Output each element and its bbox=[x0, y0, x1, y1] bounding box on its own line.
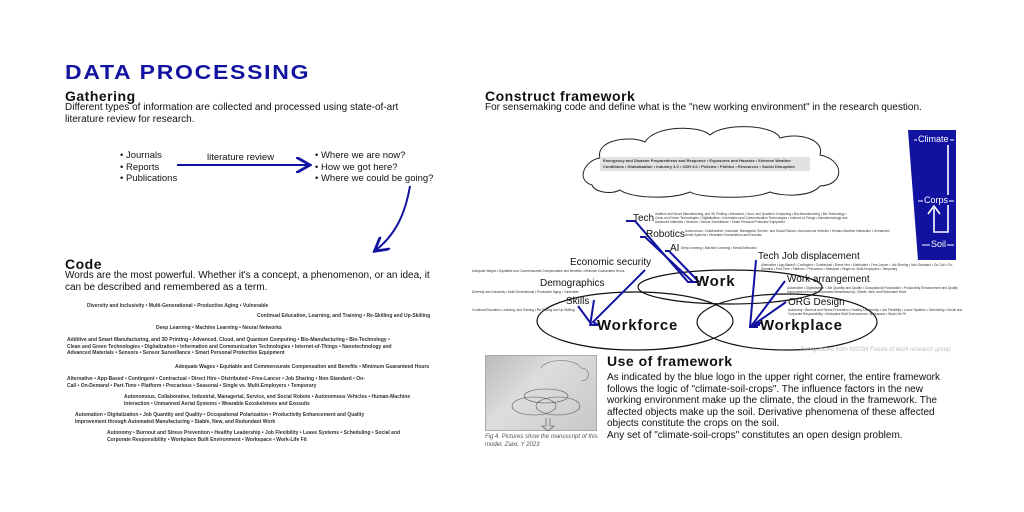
org-tags: Autonomy • Burnout and Stress Prevention… bbox=[788, 308, 963, 316]
cloud-text: Emergency and Disaster Preparedness and … bbox=[600, 157, 810, 171]
use-text: As indicated by the blue logo in the upp… bbox=[607, 372, 940, 429]
code-text: Words are the most powerful. Whether it'… bbox=[65, 270, 430, 293]
curved-arrow bbox=[376, 185, 411, 250]
use-heading: Use of framework bbox=[607, 353, 733, 369]
label-org-design: ORG Design bbox=[788, 297, 845, 308]
core-workplace: Workplace bbox=[760, 317, 843, 334]
page-title: DATA PROCESSING bbox=[65, 62, 311, 84]
construct-text: For sensemaking code and define what is … bbox=[485, 102, 922, 113]
code-tag: Adequate Wages • Equitable and Commensur… bbox=[175, 364, 430, 370]
label-work-arrangement: Work arrangement bbox=[787, 274, 870, 285]
label-economic-security: Economic security bbox=[570, 257, 652, 268]
climate-soil-crops-logo: Climate Corps Soil bbox=[908, 130, 956, 260]
code-tag: Diversity and Inclusivity • Multi-Genera… bbox=[87, 303, 269, 309]
use-text-block: As indicated by the blue logo in the upp… bbox=[607, 372, 959, 441]
core-workforce: Workforce bbox=[597, 317, 679, 334]
source-item: Publications bbox=[120, 173, 177, 185]
workforce-ellipse bbox=[536, 291, 734, 351]
gathering-text: Different types of information are colle… bbox=[65, 102, 399, 125]
label-demographics: Demographics bbox=[540, 278, 605, 289]
code-tag: Automation • Digitalization • Job Quanti… bbox=[75, 412, 365, 425]
label-robotics: Robotics bbox=[646, 229, 685, 240]
credit-text: Reorganized from NIOSH Future of work re… bbox=[800, 347, 951, 353]
construct-heading: Construct framework bbox=[485, 88, 636, 104]
label-tech-job-displacement: Tech Job displacement bbox=[758, 251, 860, 262]
code-tag: Continual Education, Learning, and Train… bbox=[257, 313, 431, 319]
code-heading: Code bbox=[65, 256, 102, 272]
robotics-tags: Autonomous, Collaborative, Industrial, M… bbox=[685, 229, 890, 237]
question-item: Where we could be going? bbox=[315, 173, 434, 185]
question-item: How we got here? bbox=[315, 162, 433, 174]
label-tech: Tech bbox=[633, 213, 655, 224]
question-list: Where we are now? How we got here? Where… bbox=[315, 150, 434, 185]
code-tag: Additive and Smart Manufacturing, and 3D… bbox=[67, 337, 392, 356]
tech-tags: Additive and Smart Manufacturing, and 3D… bbox=[655, 212, 848, 224]
economic-tags: Adequate Wages • Equitable and Commensur… bbox=[472, 269, 625, 273]
logo-soil: Soil bbox=[930, 239, 948, 249]
logo-climate: Climate bbox=[917, 134, 950, 144]
arrangement-tags: Automation • Digitalization • Job Quanti… bbox=[787, 286, 958, 294]
source-item: Journals bbox=[120, 150, 177, 162]
skills-tags: Continual Education, Learning, and Train… bbox=[472, 308, 575, 312]
label-skills: Skills bbox=[566, 296, 590, 307]
use-text-2: Any set of "climate-soil-crops" constitu… bbox=[607, 429, 903, 441]
displacement-tags: Alternative • App-Based • Contingent • C… bbox=[761, 263, 953, 271]
work-ellipse bbox=[637, 269, 823, 305]
label-ai: AI bbox=[670, 243, 680, 254]
code-tag: Alternative • App-Based • Contingent • C… bbox=[67, 376, 365, 389]
code-tag: Autonomy • Burnout and Stress Prevention… bbox=[107, 430, 401, 443]
arrow-label: literature review bbox=[207, 152, 275, 163]
source-item: Reports bbox=[120, 162, 177, 174]
gathering-heading: Gathering bbox=[65, 88, 136, 104]
logo-corps: Corps bbox=[923, 195, 950, 205]
code-tag: Deep Learning • Machine Learning • Neura… bbox=[156, 325, 282, 331]
code-tag: Autonomous, Collaborative, Industrial, M… bbox=[124, 394, 411, 407]
demographics-tags: Diversity and Inclusivity • Multi-Genera… bbox=[472, 290, 579, 294]
photo-caption: Fig 4. Pictures show the manuscript of t… bbox=[485, 434, 598, 448]
connector-lines bbox=[577, 220, 787, 328]
cloud-icon bbox=[582, 126, 840, 198]
source-list: Journals Reports Publications bbox=[120, 150, 177, 185]
core-work: Work bbox=[695, 273, 736, 290]
question-item: Where we are now? bbox=[315, 150, 433, 162]
manuscript-photo bbox=[485, 355, 597, 432]
ai-tags: Deep Learning • Machine Learning • Neura… bbox=[681, 246, 757, 250]
workplace-ellipse bbox=[696, 293, 878, 351]
